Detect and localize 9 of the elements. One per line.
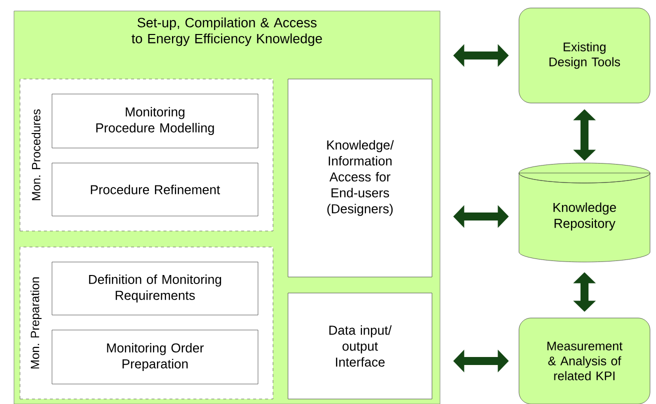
process-box: Data input/ output Interface — [288, 292, 432, 400]
rounded-box: Existing Design Tools — [518, 8, 650, 104]
process-box: Definition of Monitoring Requirements — [52, 262, 258, 316]
process-box: Procedure Refinement — [52, 162, 258, 216]
rounded-box: Measurement & Analysis of related KPI — [518, 318, 650, 404]
database-cylinder: Knowledge Repository — [518, 162, 650, 262]
process-box: Monitoring Order Preparation — [52, 330, 258, 384]
process-box: Knowledge/ Information Access for End-users (Designers) — [288, 78, 432, 278]
process-box: Monitoring Procedure Modelling — [52, 94, 258, 148]
